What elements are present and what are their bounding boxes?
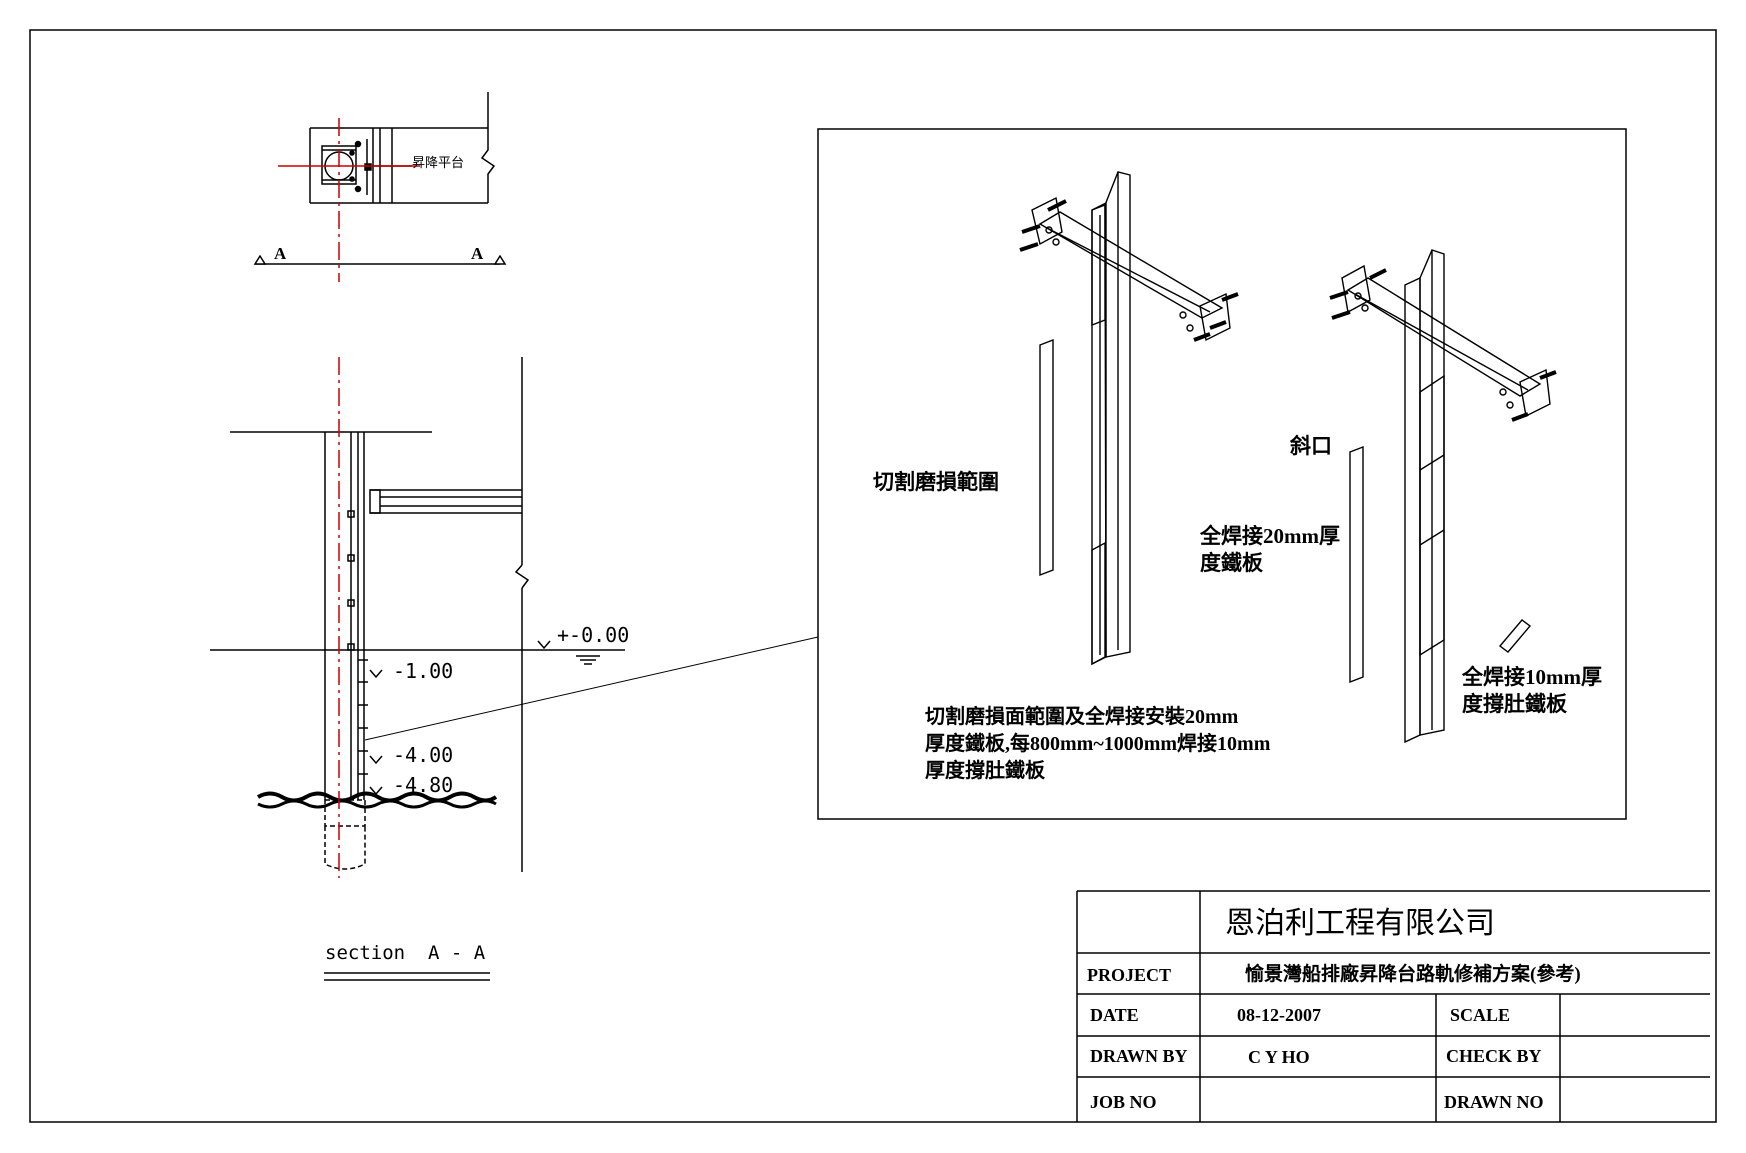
sheet-border [29, 29, 1717, 1123]
project-value: 愉景灣船排廠昇降台路軌修補方案(參考) [1245, 962, 1581, 985]
note-line1: 切割磨損面範圍及全焊接安裝20mm [925, 704, 1239, 728]
company-name: 恩泊利工程有限公司 [1225, 907, 1495, 940]
detail-frame [817, 128, 1627, 820]
label-bevel: 斜口 [1289, 434, 1332, 458]
plan-centerlines [278, 118, 420, 282]
section-title: section A - A [325, 942, 486, 964]
label-plate-10-line2: 度撐肚鐵板 [1462, 692, 1568, 716]
level-minus-4-8: -4.80 [393, 773, 453, 797]
project-label: PROJECT [1087, 965, 1171, 985]
title-block [1076, 890, 1710, 1122]
section-view [210, 357, 819, 872]
note-line2: 厚度鐵板,每800mm~1000mm焊接10mm [925, 731, 1271, 755]
level-minus-4: -4.00 [393, 743, 453, 767]
note-line3: 厚度撐肚鐵板 [925, 758, 1046, 782]
drawn-by-label: DRAWN BY [1090, 1046, 1188, 1066]
level-ground: +-0.00 [557, 623, 629, 647]
date-value: 08-12-2007 [1237, 1005, 1321, 1025]
label-plate-20-line2: 度鐵板 [1200, 551, 1264, 575]
drawn-by-value: C Y HO [1248, 1047, 1310, 1067]
section-mark-right: A [471, 244, 484, 263]
drawn-no-label: DRAWN NO [1444, 1092, 1544, 1112]
job-no-label: JOB NO [1090, 1092, 1157, 1112]
label-cut-range: 切割磨損範圍 [873, 470, 999, 494]
detail-rail-right [1329, 249, 1557, 744]
plan-view [253, 92, 507, 265]
check-by-label: CHECK BY [1446, 1046, 1542, 1066]
section-mark-left: A [274, 244, 287, 263]
date-label: DATE [1090, 1005, 1139, 1025]
label-plate-10-line1: 全焊接10mm厚 [1461, 665, 1602, 689]
scale-label: SCALE [1450, 1005, 1510, 1025]
detail-rail-left [1019, 171, 1239, 666]
level-minus-1: -1.00 [393, 659, 453, 683]
label-plate-20-line1: 全焊接20mm厚 [1199, 524, 1340, 548]
platform-label: 昇降平台 [412, 155, 464, 170]
